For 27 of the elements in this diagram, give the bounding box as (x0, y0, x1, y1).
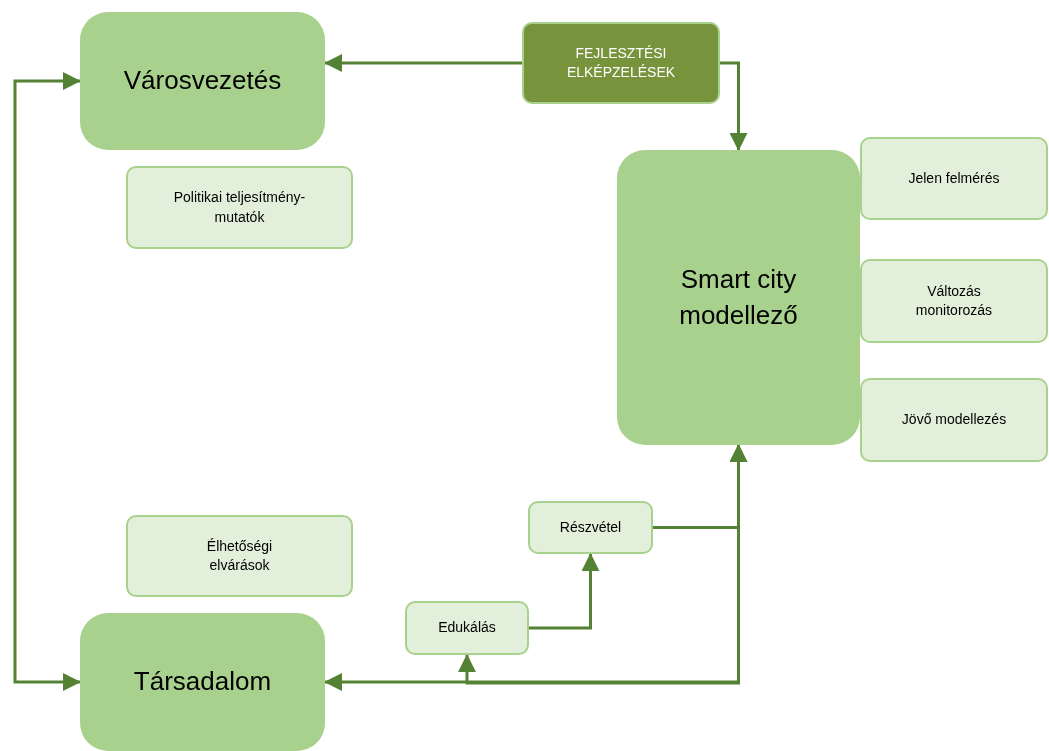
node-label: Edukálás (438, 618, 496, 638)
rounded-box (617, 150, 860, 445)
node-label: Városvezetés (123, 64, 282, 98)
rounded-box (860, 259, 1048, 343)
arrow (324, 54, 522, 72)
rounded-box (80, 613, 325, 751)
rounded-box (405, 601, 529, 655)
node-label: Politikai teljesítmény-mutatók (172, 188, 307, 227)
rounded-box (126, 166, 353, 249)
rounded-box (528, 501, 653, 554)
node-label: FEJLESZTÉSI ELKÉPZELÉSEK (565, 43, 677, 82)
arrow (13, 72, 81, 691)
rounded-box (126, 515, 353, 597)
node-label: Változás monitorozás (914, 281, 994, 320)
arrow (720, 61, 748, 151)
node-label: Jelen felmérés (908, 168, 1000, 188)
arrow (653, 444, 748, 529)
rounded-box (860, 378, 1048, 462)
node-label: Jövő modellezés (901, 410, 1007, 430)
node-label: Élhetőségi elvárások (205, 536, 274, 575)
arrow (529, 553, 600, 630)
rounded-box (80, 12, 325, 150)
node-label: Társadalom (133, 665, 272, 699)
rounded-box (860, 137, 1048, 220)
node-label: Smart city modellező (678, 262, 799, 332)
rounded-box (522, 22, 720, 104)
node-label: Részvétel (559, 517, 622, 537)
